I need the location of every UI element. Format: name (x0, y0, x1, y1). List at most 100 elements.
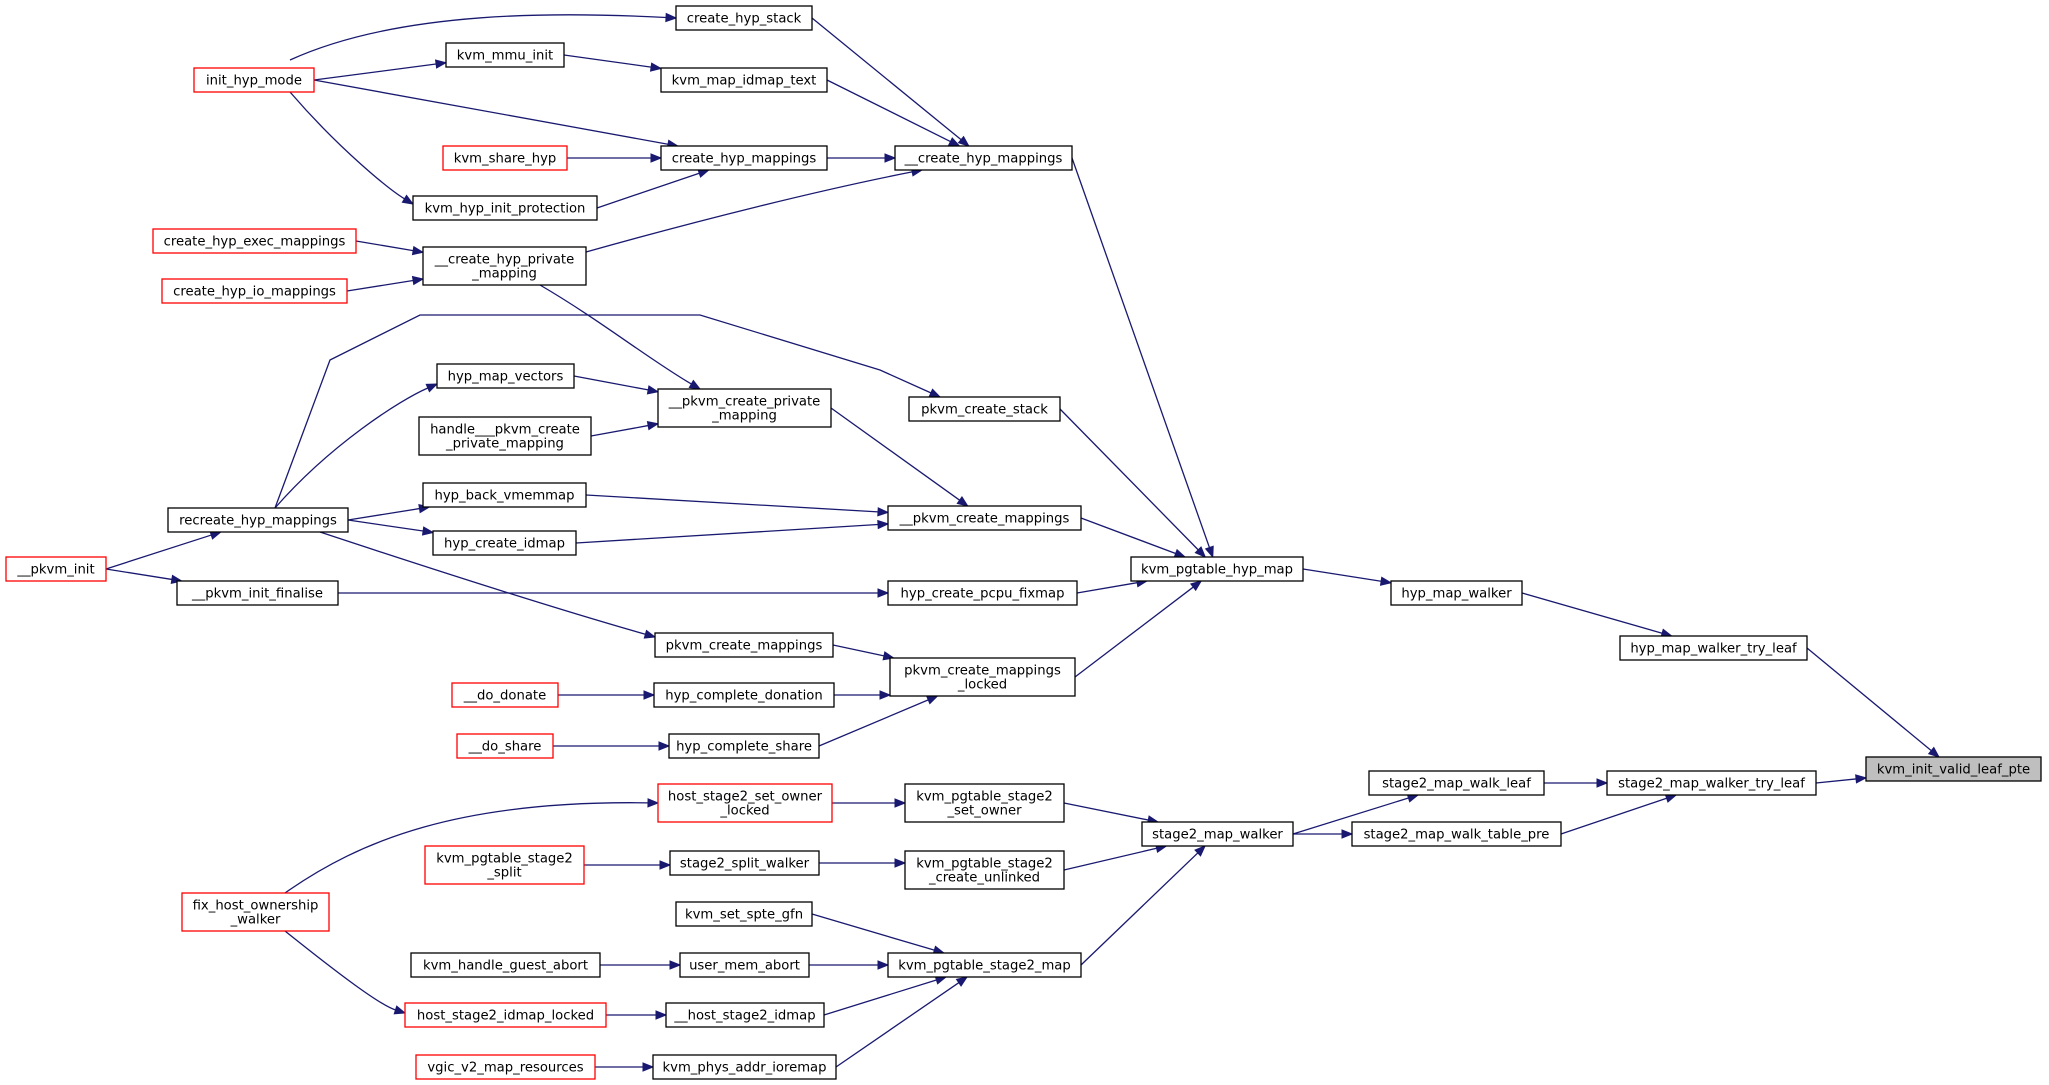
node-kvm-pgtable-stage2-split[interactable]: kvm_pgtable_stage2_split (424, 845, 585, 885)
edge-hyp-map-vectors-to-pkvm-create-private-mapping-line (573, 375, 649, 391)
node-vgic-v2-map-resources[interactable]: vgic_v2_map_resources (415, 1054, 596, 1080)
edge-init-hyp-mode-to-create-hyp-stack-line (289, 14, 667, 61)
edge-create-hyp-mappings-to-create-hyp-mappings (827, 153, 897, 163)
node-kvm-pgtable-stage2-map[interactable]: kvm_pgtable_stage2_map (887, 952, 1082, 978)
node-pkvm-create-mappings[interactable]: __pkvm_create_mappings (887, 505, 1082, 531)
edge-kvm-pgtable-hyp-map-to-hyp-map-walker-line (1302, 568, 1382, 582)
node-kvm-set-spte-gfn-box (675, 901, 813, 927)
node-hyp-complete-share-label-line-1: hyp_complete_share (676, 740, 812, 755)
node-kvm-set-spte-gfn[interactable]: kvm_set_spte_gfn (675, 901, 813, 927)
edge-pkvm-init-to-pkvm-init-finalise-line (105, 568, 172, 581)
node-kvm-mmu-init[interactable]: kvm_mmu_init (445, 42, 565, 68)
edge-host-stage2-idmap-locked-to-host-stage2-idmap-arrowhead (655, 1010, 668, 1020)
node-hyp-complete-share[interactable]: hyp_complete_share (668, 733, 820, 759)
node-handle-pkvm-create-private-mapping[interactable]: handle___pkvm_create_private_mapping (418, 416, 592, 456)
edge-kvm-handle-guest-abort-to-user-mem-abort-arrowhead (669, 960, 682, 970)
node-kvm-pgtable-stage2-set-owner[interactable]: kvm_pgtable_stage2_set_owner (904, 783, 1065, 823)
edge-recreate-hyp-mappings-to-pkvm-create-stack-line (274, 314, 932, 509)
node-kvm-phys-addr-ioremap[interactable]: kvm_phys_addr_ioremap (652, 1054, 837, 1080)
edge-kvm-map-idmap-text-to-create-hyp-mappings (826, 79, 961, 147)
node-do-share-box (456, 733, 554, 759)
node-host-stage2-idmap[interactable]: __host_stage2_idmap (665, 1002, 825, 1028)
edge-create-hyp-stack-to-create-hyp-mappings-line (811, 17, 962, 141)
node-hyp-map-walker[interactable]: hyp_map_walker (1390, 580, 1523, 606)
node-pkvm-create-mappings-locked-box (889, 657, 1076, 697)
node-stage2-map-walk-leaf[interactable]: stage2_map_walk_leaf (1368, 770, 1545, 796)
edge-kvm-pgtable-stage2-map-to-stage2-map-walker (1080, 845, 1206, 966)
node-kvm-pgtable-stage2-map-label-line-1: kvm_pgtable_stage2_map (898, 959, 1071, 974)
edge-hyp-complete-donation-to-pkvm-create-mappings-locked-arrowhead (879, 690, 892, 700)
node-pkvm-create-private-mapping[interactable]: __pkvm_create_private_mapping (657, 388, 832, 428)
node-kvm-share-hyp-box (442, 145, 568, 171)
node-kvm-handle-guest-abort-label-line-1: kvm_handle_guest_abort (423, 959, 588, 974)
edge-hyp-map-walker-try-leaf-to-kvm-init-valid-leaf-pte-line (1806, 647, 1932, 752)
node-kvm-pgtable-stage2-split-label-line-2: _split (486, 866, 521, 881)
node-kvm-mmu-init-label-line-1: kvm_mmu_init (457, 49, 553, 64)
node-host-stage2-idmap-locked[interactable]: host_stage2_idmap_locked (404, 1002, 607, 1028)
node-hyp-create-pcpu-fixmap[interactable]: hyp_create_pcpu_fixmap (887, 580, 1078, 606)
node-kvm-pgtable-stage2-create-unlinked[interactable]: kvm_pgtable_stage2_create_unlinked (904, 850, 1065, 890)
node-pkvm-create-stack[interactable]: pkvm_create_stack (908, 396, 1061, 422)
node-stage2-map-walk-table-pre[interactable]: stage2_map_walk_table_pre (1351, 821, 1562, 847)
node-hyp-back-vmemmap[interactable]: hyp_back_vmemmap (422, 482, 587, 508)
node-pkvm-create-mappings-locked[interactable]: pkvm_create_mappings_locked (889, 657, 1076, 697)
node-kvm-hyp-init-protection[interactable]: kvm_hyp_init_protection (412, 195, 598, 221)
edge-create-hyp-mappings-to-kvm-pgtable-hyp-map-arrowhead (1204, 545, 1214, 559)
node-create-hyp-private-mapping[interactable]: __create_hyp_private_mapping (422, 246, 587, 286)
node-recreate-hyp-mappings[interactable]: recreate_hyp_mappings (167, 507, 349, 533)
node-host-stage2-set-owner-locked[interactable]: host_stage2_set_owner_locked (657, 783, 833, 823)
edge-create-hyp-stack-to-create-hyp-mappings (811, 17, 970, 147)
node-stage2-split-walker[interactable]: stage2_split_walker (669, 850, 820, 876)
node-kvm-handle-guest-abort-box (410, 952, 601, 978)
node-do-share-label-line-1: __do_share (468, 740, 542, 755)
node-user-mem-abort[interactable]: user_mem_abort (679, 952, 810, 978)
node-create-hyp-mappings[interactable]: __create_hyp_mappings (894, 145, 1073, 171)
node-do-share[interactable]: __do_share (456, 733, 554, 759)
node-vgic-v2-map-resources-label-line-1: vgic_v2_map_resources (427, 1061, 583, 1076)
node-kvm-map-idmap-text[interactable]: kvm_map_idmap_text (660, 67, 828, 93)
node-init-hyp-mode[interactable]: init_hyp_mode (193, 67, 315, 93)
node-kvm-init-valid-leaf-pte[interactable]: kvm_init_valid_leaf_pte (1865, 756, 2042, 782)
node-hyp-create-idmap-box (432, 530, 577, 556)
node-kvm-share-hyp[interactable]: kvm_share_hyp (442, 145, 568, 171)
node-create-hyp-stack[interactable]: create_hyp_stack (675, 5, 813, 31)
node-create-hyp-io-mappings[interactable]: create_hyp_io_mappings (161, 278, 348, 304)
edge-hyp-complete-share-to-pkvm-create-mappings-locked-arrowhead (925, 695, 939, 705)
edge-hyp-create-idmap-to-pkvm-create-mappings-arrowhead (877, 519, 890, 530)
node-hyp-complete-donation[interactable]: hyp_complete_donation (653, 682, 835, 708)
node-pkvm-init-finalise-box (176, 580, 339, 606)
node-create-hyp-private-mapping-label-line-1: __create_hyp_private (434, 253, 574, 268)
node-pkvm-init-finalise[interactable]: __pkvm_init_finalise (176, 580, 339, 606)
node-kvm-init-valid-leaf-pte-label-line-1: kvm_init_valid_leaf_pte (1877, 763, 2030, 778)
edge-do-donate-to-hyp-complete-donation (558, 690, 656, 700)
node-kvm-handle-guest-abort[interactable]: kvm_handle_guest_abort (410, 952, 601, 978)
node-pkvm-create-mappings[interactable]: pkvm_create_mappings (654, 632, 834, 658)
node-create-hyp-stack-box (675, 5, 813, 31)
node-kvm-share-hyp-label-line-1: kvm_share_hyp (454, 152, 557, 167)
edge-kvm-pgtable-stage2-map-to-stage2-map-walker-arrowhead (1194, 845, 1206, 857)
edge-kvm-pgtable-stage2-create-unlinked-to-stage2-map-walker (1063, 843, 1168, 871)
node-stage2-map-walker-try-leaf[interactable]: stage2_map_walker_try_leaf (1606, 770, 1817, 796)
node-create-hyp-mappings[interactable]: create_hyp_mappings (660, 145, 828, 171)
edge-hyp-create-idmap-to-pkvm-create-mappings (575, 519, 890, 544)
node-kvm-pgtable-hyp-map[interactable]: kvm_pgtable_hyp_map (1130, 556, 1304, 582)
edge-hyp-map-walker-to-hyp-map-walker-try-leaf (1521, 592, 1674, 638)
edge-create-hyp-exec-mappings-to-create-hyp-private-mapping-line (355, 240, 414, 252)
edge-create-hyp-private-mapping-to-pkvm-create-private-mapping-line (539, 284, 692, 385)
node-pkvm-init[interactable]: __pkvm_init (5, 556, 107, 582)
edge-init-hyp-mode-to-create-hyp-mappings (313, 79, 680, 149)
node-stage2-map-walker[interactable]: stage2_map_walker (1141, 821, 1294, 847)
node-do-donate[interactable]: __do_donate (451, 682, 559, 708)
node-fix-host-ownership-walker[interactable]: fix_host_ownership_walker (181, 892, 330, 932)
edge-hyp-complete-share-to-pkvm-create-mappings-locked (818, 695, 939, 747)
edge-handle-pkvm-create-private-mapping-to-pkvm-create-private-mapping-arrowhead (646, 421, 660, 431)
node-create-hyp-exec-mappings[interactable]: create_hyp_exec_mappings (152, 228, 357, 254)
edge-kvm-pgtable-stage2-split-to-stage2-split-walker-arrowhead (659, 860, 672, 870)
node-pkvm-create-private-mapping-label-line-1: __pkvm_create_private (668, 395, 821, 410)
node-kvm-phys-addr-ioremap-label-line-1: kvm_phys_addr_ioremap (663, 1061, 827, 1076)
node-hyp-map-walker-try-leaf[interactable]: hyp_map_walker_try_leaf (1619, 635, 1808, 661)
node-hyp-map-vectors[interactable]: hyp_map_vectors (436, 363, 575, 389)
node-hyp-create-idmap[interactable]: hyp_create_idmap (432, 530, 577, 556)
node-fix-host-ownership-walker-label-line-2: _walker (230, 913, 281, 928)
node-pkvm-init-label-line-1: __pkvm_init (16, 563, 94, 578)
